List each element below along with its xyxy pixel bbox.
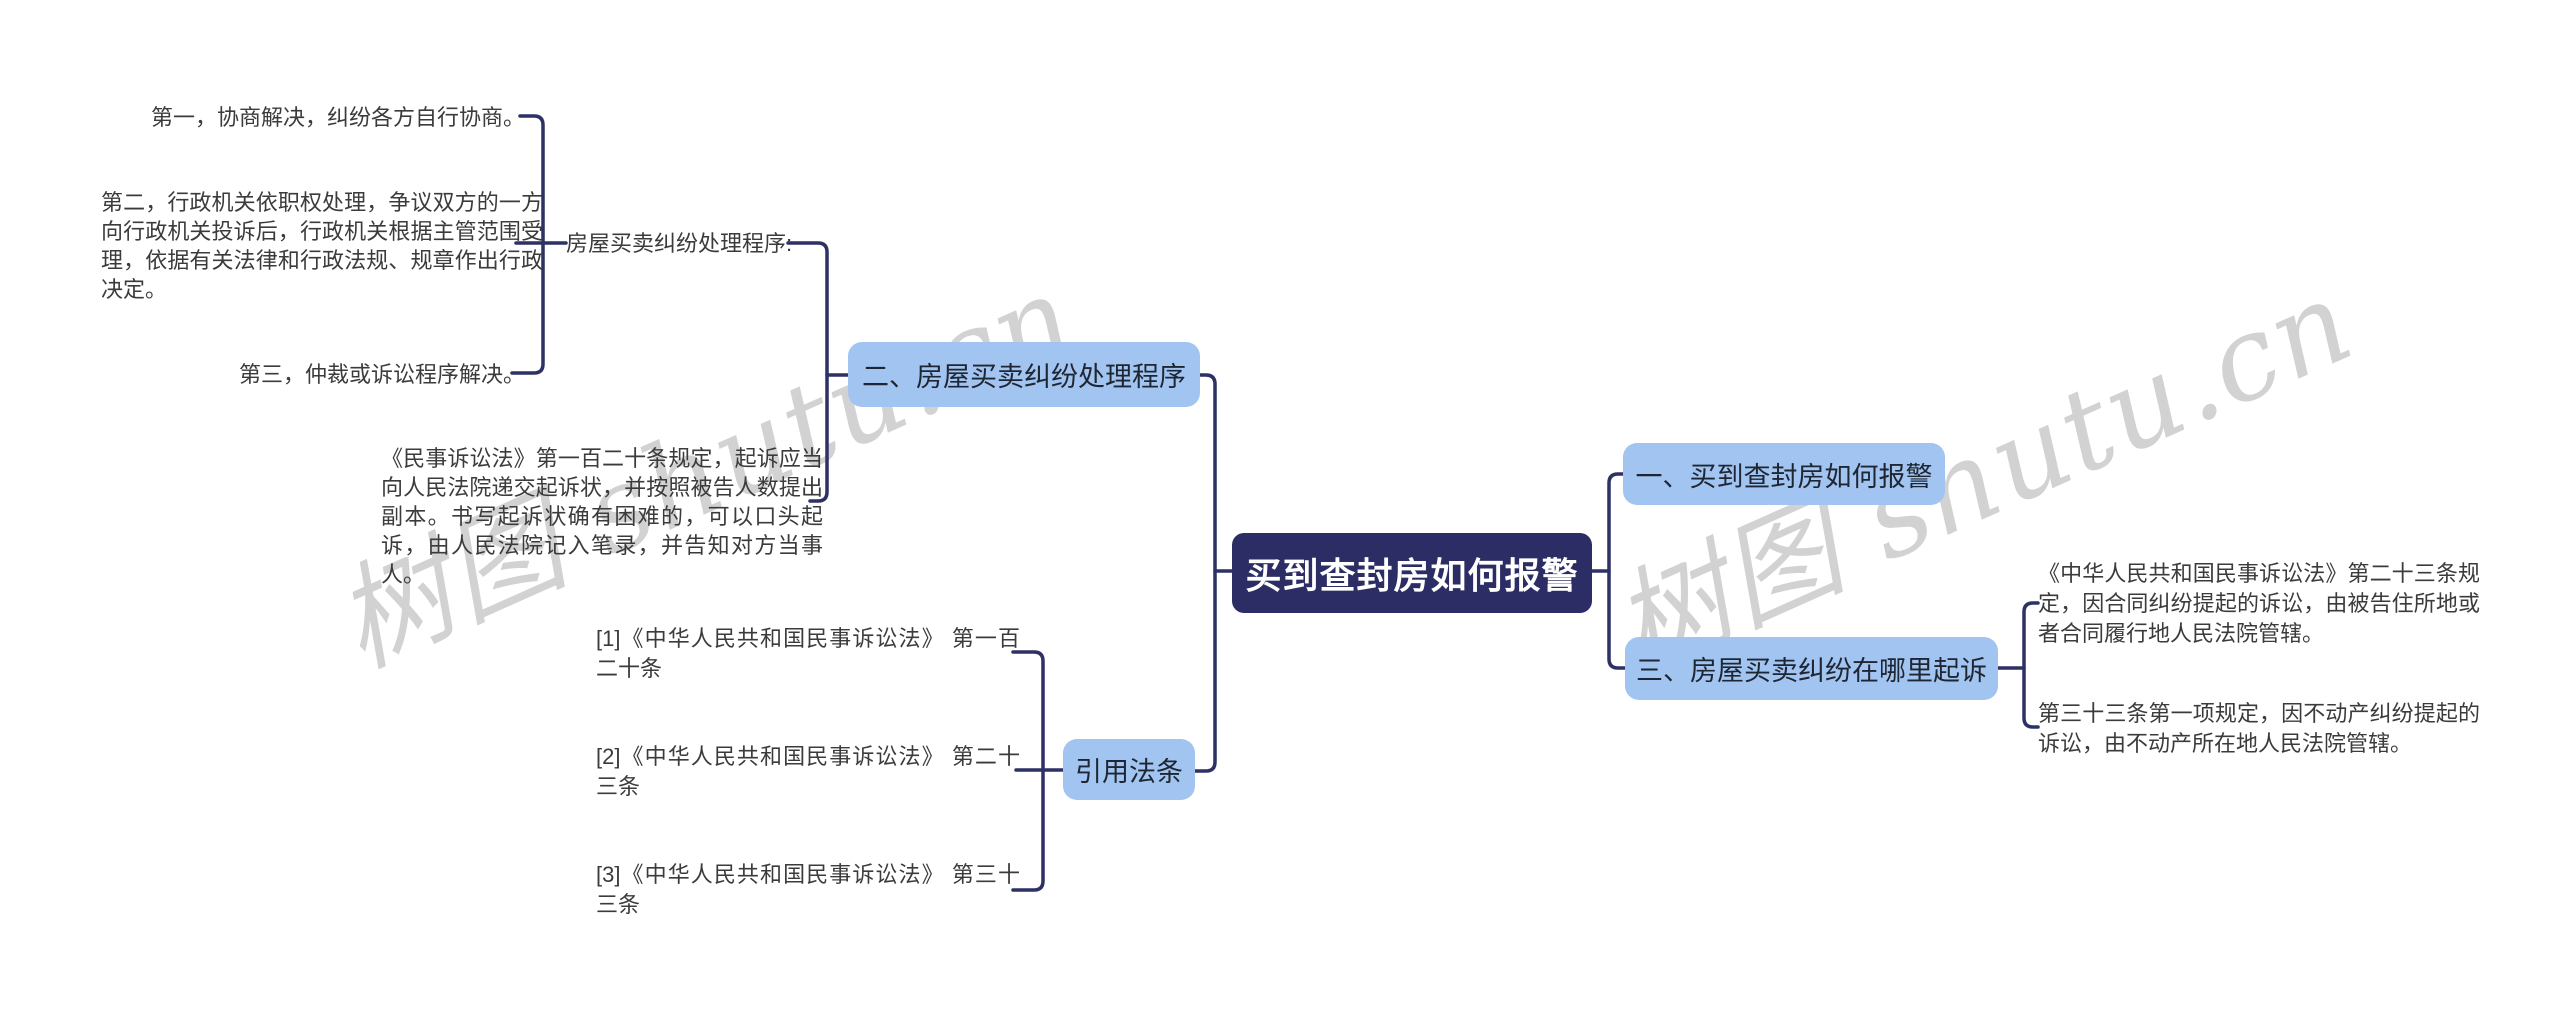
topic-citation-1[interactable]: [1]《中华人民共和国民事诉讼法》 第一百二十条 xyxy=(596,626,1020,681)
topic-citation-2[interactable]: [2]《中华人民共和国民事诉讼法》 第二十三条 xyxy=(596,744,1020,799)
topic-citation-3[interactable]: [3]《中华人民共和国民事诉讼法》 第三十三条 xyxy=(596,862,1020,917)
connector-branch3-children xyxy=(2022,601,2040,729)
topic-branch3-note1[interactable]: 《中华人民共和国民事诉讼法》第二十三条规定，因合同纠纷提起的诉讼，由被告住所地或… xyxy=(2038,561,2480,646)
citations-node[interactable]: 引用法条 xyxy=(1063,739,1195,800)
connector-branch2-children xyxy=(786,241,829,503)
connector-right-bracket xyxy=(1607,472,1627,670)
topic-step3[interactable]: 第三，仲裁或诉讼程序解决。 xyxy=(238,362,525,387)
branch3-node[interactable]: 三、房屋买卖纠纷在哪里起诉 xyxy=(1625,637,1998,700)
topic-law-note[interactable]: 《民事诉讼法》第一百二十条规定，起诉应当向人民法院递交起诉状，并按照被告人数提出… xyxy=(381,446,823,587)
topic-branch3-note2[interactable]: 第三十三条第一项规定，因不动产纠纷提起的诉讼，由不动产所在地人民法院管辖。 xyxy=(2038,701,2480,756)
central-topic-node[interactable]: 买到查封房如何报警 xyxy=(1232,533,1592,613)
branch1-node[interactable]: 一、买到查封房如何报警 xyxy=(1623,443,1945,505)
topic-procedure-label[interactable]: 房屋买卖纠纷处理程序: xyxy=(566,231,793,256)
connector-left-bracket xyxy=(1193,373,1217,773)
topic-step1[interactable]: 第一，协商解决，纠纷各方自行协商。 xyxy=(150,105,525,130)
branch2-node[interactable]: 二、房屋买卖纠纷处理程序 xyxy=(848,342,1200,407)
topic-step2[interactable]: 第二，行政机关依职权处理，争议双方的一方向行政机关投诉后，行政机关根据主管范围受… xyxy=(101,190,543,302)
